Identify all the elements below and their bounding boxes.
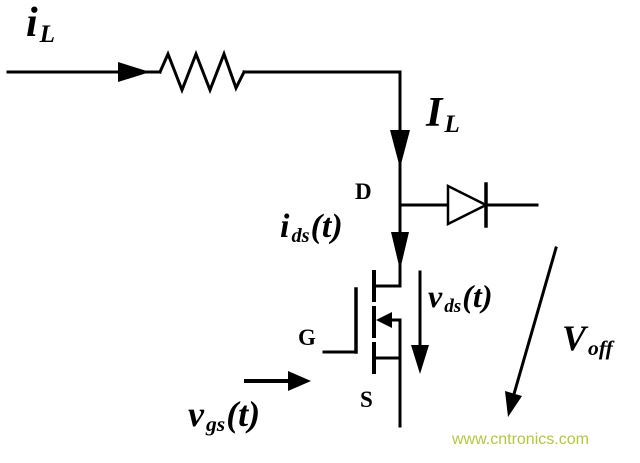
label-vds-base: v — [428, 278, 443, 314]
vds-arrowhead-icon — [411, 345, 429, 374]
label-voff-base: V — [562, 318, 587, 358]
label-load-current-base: I — [426, 90, 443, 136]
diode-triangle — [446, 183, 489, 227]
label-vds-sub: ds — [444, 295, 462, 317]
input-current-arrowhead-icon — [118, 62, 150, 82]
arrowheads — [118, 62, 522, 417]
label-gate-terminal: G — [298, 325, 316, 350]
label-vgs-suffix: (t) — [226, 394, 261, 434]
label-vgs-sub: gs — [205, 412, 226, 437]
label-vds-suffix: (t) — [462, 278, 493, 314]
voff-arrow-shaft — [512, 246, 558, 396]
label-drain-terminal: D — [355, 179, 372, 204]
label-vgs-base: v — [188, 394, 204, 434]
ids-current-arrowhead-icon — [391, 232, 409, 270]
label-load-current-sub: L — [444, 111, 460, 139]
label-source-terminal: S — [360, 387, 373, 412]
label-off-voltage: Voff — [562, 320, 613, 360]
vgs-arrowhead-icon — [288, 371, 311, 391]
label-load-current: IL — [426, 92, 460, 138]
label-ids-sub: ds — [291, 225, 310, 248]
label-inductor-current-sub: L — [39, 21, 56, 49]
voff-arrowhead-icon — [505, 391, 522, 417]
label-voff-sub: off — [588, 336, 613, 361]
load-current-arrowhead-icon — [390, 130, 410, 168]
label-ids-suffix: (t) — [310, 208, 343, 245]
label-inductor-current-base: i — [26, 0, 38, 46]
mosfet-body-arrowhead-icon — [376, 312, 392, 328]
label-gate-source-voltage: vgs(t) — [188, 396, 260, 436]
wire-top-to-drain — [242, 70, 402, 288]
watermark: www.cntronics.com — [452, 431, 589, 448]
label-drain-source-current: ids(t) — [280, 210, 343, 247]
label-inductor-current: iL — [26, 2, 55, 48]
label-ids-base: i — [280, 208, 290, 245]
inductor-symbol — [158, 49, 247, 95]
